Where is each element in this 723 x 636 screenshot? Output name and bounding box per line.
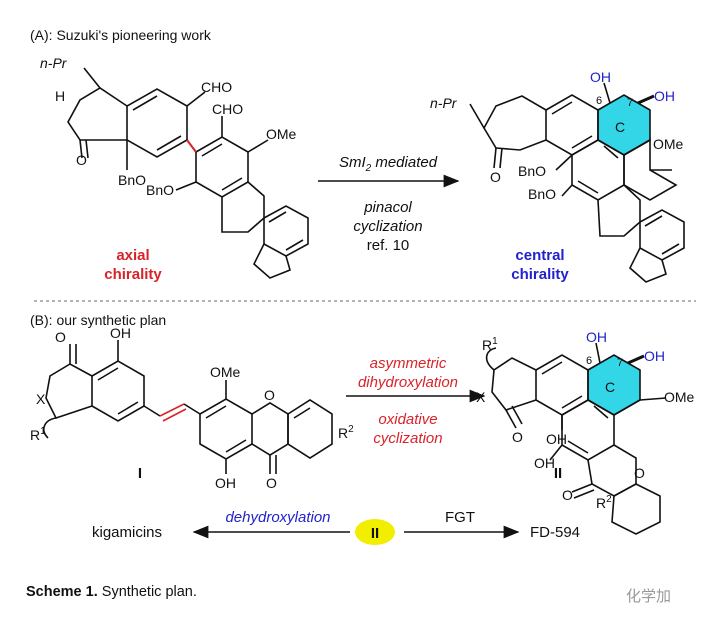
r2-label-2: R2 (596, 494, 612, 511)
carbonyl-o-label-1: O (55, 329, 66, 345)
npr-label: n-Pr (40, 55, 68, 71)
dehydroxylation-label: dehydroxylation (225, 509, 330, 526)
h-label: H (55, 88, 65, 104)
ring-o-label-2: O (634, 465, 645, 481)
oh-label-2b: OH (534, 455, 555, 471)
watermark: 化学加 (626, 587, 672, 605)
section-a-heading: (A): Suzuki's pioneering work (30, 27, 212, 43)
bno-label-lower: BnO (146, 182, 174, 198)
reagent-label: SmI2 mediated (339, 154, 438, 174)
fd594-label: FD-594 (530, 524, 580, 541)
condition-ref: ref. 10 (367, 237, 410, 254)
oh7-label-a: OH (654, 88, 675, 104)
num6-a: 6 (596, 95, 602, 107)
kigamicins-label: kigamicins (92, 524, 162, 541)
carbonyl-o-label-1b: O (266, 475, 277, 491)
x-label-2: X (476, 389, 486, 405)
r2-label-1: R2 (338, 424, 354, 441)
section-b-heading: (B): our synthetic plan (30, 312, 166, 328)
compound-1-label: I (138, 465, 142, 482)
ring-c-label-a: C (615, 119, 625, 135)
arrow-b-bottom-line1: oxidative (378, 411, 437, 428)
condition-cyclization: cyclization (353, 218, 422, 235)
npr-label-a: n-Pr (430, 95, 458, 111)
carbonyl-o-label-2b: O (562, 487, 573, 503)
r1-label-2: R1 (482, 336, 498, 353)
ome-label-a: OMe (653, 136, 684, 152)
ring-o-label-1: O (264, 387, 275, 403)
suzuki-precursor-structure (67, 67, 309, 279)
ome-label: OMe (266, 126, 297, 142)
compound-2-structure (485, 342, 667, 535)
scheme-caption: Scheme 1. Synthetic plan. (26, 584, 197, 600)
compound-2-label: II (554, 465, 562, 482)
central-label-line1: central (515, 247, 564, 264)
axial-label-line2: chirality (104, 266, 162, 283)
oh6-label-a: OH (590, 69, 611, 85)
bno-label-a2: BnO (528, 186, 556, 202)
axial-bond (186, 139, 197, 153)
central-label-line2: chirality (511, 266, 569, 283)
oh-label-1a: OH (110, 325, 131, 341)
bottom-center-label: II (371, 525, 379, 542)
bno-label-upper: BnO (118, 172, 146, 188)
cho-label-lower: CHO (212, 101, 243, 117)
num7-b: 7 (617, 357, 623, 369)
carbonyl-o-label-2: O (512, 429, 523, 445)
arrow-b-bottom-line2: cyclization (373, 430, 442, 447)
caption-text: Synthetic plan. (97, 584, 197, 600)
cho-label-upper: CHO (201, 79, 232, 95)
carbonyl-o-label-a: O (490, 169, 501, 185)
carbonyl-o-label: O (76, 152, 87, 168)
oh-label-1b: OH (215, 475, 236, 491)
ome-label-2: OMe (664, 389, 695, 405)
ring-c-label-b: C (605, 379, 615, 395)
arrow-b-top-line2: dihydroxylation (358, 374, 458, 391)
arrow-b-top-line1: asymmetric (370, 355, 447, 372)
oh-label-2a: OH (546, 431, 567, 447)
ome-label-1: OMe (210, 364, 241, 380)
oh6-label-b: OH (586, 329, 607, 345)
x-label-1: X (36, 391, 46, 407)
highlight-oval (355, 519, 395, 545)
condition-pinacol: pinacol (363, 199, 412, 216)
suzuki-product-structure (469, 82, 685, 283)
axial-label-line1: axial (116, 247, 149, 264)
compound-1-structure (43, 340, 333, 474)
oh7-label-b: OH (644, 348, 665, 364)
num7-a: 7 (627, 97, 633, 109)
num6-b: 6 (586, 355, 592, 367)
fgt-label: FGT (445, 509, 475, 526)
r1-label-1: R1 (30, 426, 46, 443)
bno-label-a1: BnO (518, 163, 546, 179)
caption-bold: Scheme 1. (26, 584, 98, 600)
